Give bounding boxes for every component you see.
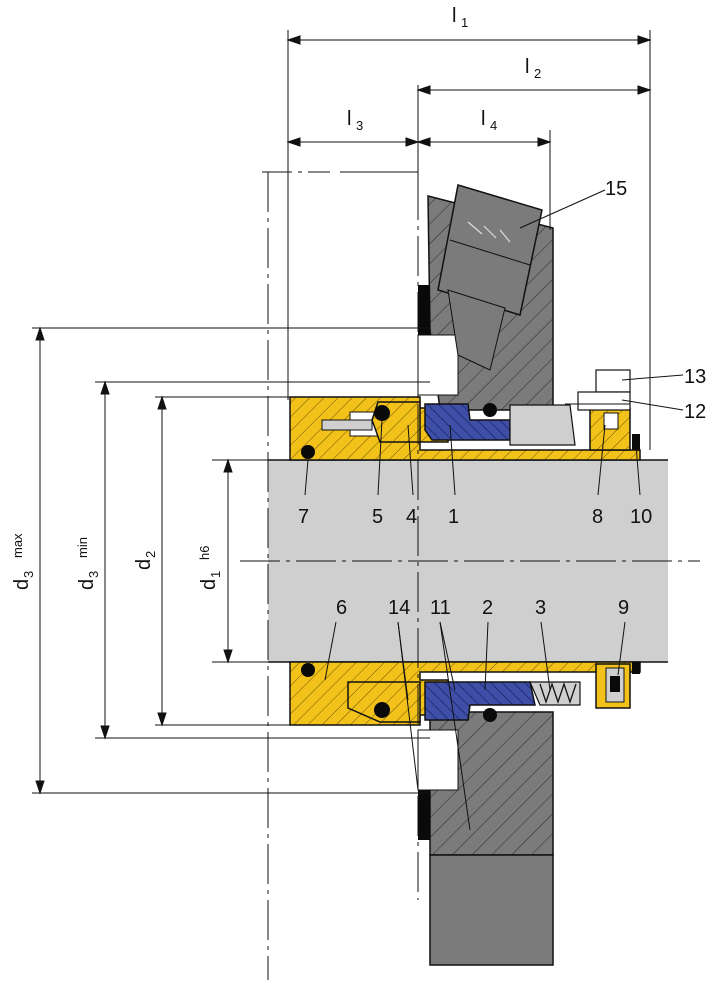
housing-lower-block xyxy=(429,854,554,966)
svg-text:d: d xyxy=(11,579,33,590)
svg-text:3: 3 xyxy=(86,571,101,578)
part-label-6: 6 xyxy=(336,597,347,619)
part-label-8: 8 xyxy=(592,506,603,528)
dim-label-d1: d 1 h6 xyxy=(197,546,223,590)
part-label-13: 13 xyxy=(684,366,706,388)
svg-text:max: max xyxy=(10,533,25,558)
part-label-4: 4 xyxy=(406,506,417,528)
seal-face-1 xyxy=(424,403,576,446)
part-label-1: 1 xyxy=(448,506,459,528)
svg-text:l: l xyxy=(481,108,485,130)
part-label-10: 10 xyxy=(630,506,652,528)
dim-label-l4: l 4 xyxy=(481,108,497,133)
sleeve-top xyxy=(289,396,641,461)
dim-lines-top xyxy=(286,35,652,147)
svg-text:1: 1 xyxy=(208,571,223,578)
svg-text:d: d xyxy=(133,559,155,570)
svg-text:h6: h6 xyxy=(197,546,212,560)
extension-lines xyxy=(262,30,651,980)
part-label-11: 11 xyxy=(430,597,451,619)
svg-text:d: d xyxy=(198,579,220,590)
dim-label-l2: l 2 xyxy=(525,56,541,81)
set-screw-9 xyxy=(595,662,640,709)
svg-text:2: 2 xyxy=(143,551,158,558)
dim-lines-left xyxy=(32,326,430,795)
part-label-7: 7 xyxy=(298,506,309,528)
svg-text:l: l xyxy=(347,108,351,130)
bolt-12-13 xyxy=(565,369,631,411)
dim-label-l3: l 3 xyxy=(347,108,363,133)
part-label-9: 9 xyxy=(618,597,629,619)
leader-lines xyxy=(304,189,684,831)
part-label-3: 3 xyxy=(535,597,546,619)
part-label-15: 15 xyxy=(605,178,627,200)
part-label-14: 14 xyxy=(388,597,410,619)
svg-text:4: 4 xyxy=(490,118,497,133)
spring-3 xyxy=(529,681,581,706)
svg-text:d: d xyxy=(76,579,98,590)
part-label-12: 12 xyxy=(684,401,706,423)
dim-label-d2: d 2 xyxy=(133,551,158,570)
dim-label-d3min: d 3 min xyxy=(75,537,101,590)
part-label-2: 2 xyxy=(482,597,493,619)
svg-text:2: 2 xyxy=(534,66,541,81)
svg-text:min: min xyxy=(75,537,90,558)
svg-text:l: l xyxy=(525,56,529,78)
svg-text:l: l xyxy=(452,5,456,27)
svg-text:1: 1 xyxy=(461,15,468,30)
part-label-5: 5 xyxy=(372,506,383,528)
plug-15 xyxy=(437,184,543,371)
dim-label-d3max: d 3 max xyxy=(10,533,36,590)
svg-text:3: 3 xyxy=(21,571,36,578)
collar-8 xyxy=(589,407,640,451)
svg-text:3: 3 xyxy=(356,118,363,133)
dim-label-l1: l 1 xyxy=(452,5,468,30)
